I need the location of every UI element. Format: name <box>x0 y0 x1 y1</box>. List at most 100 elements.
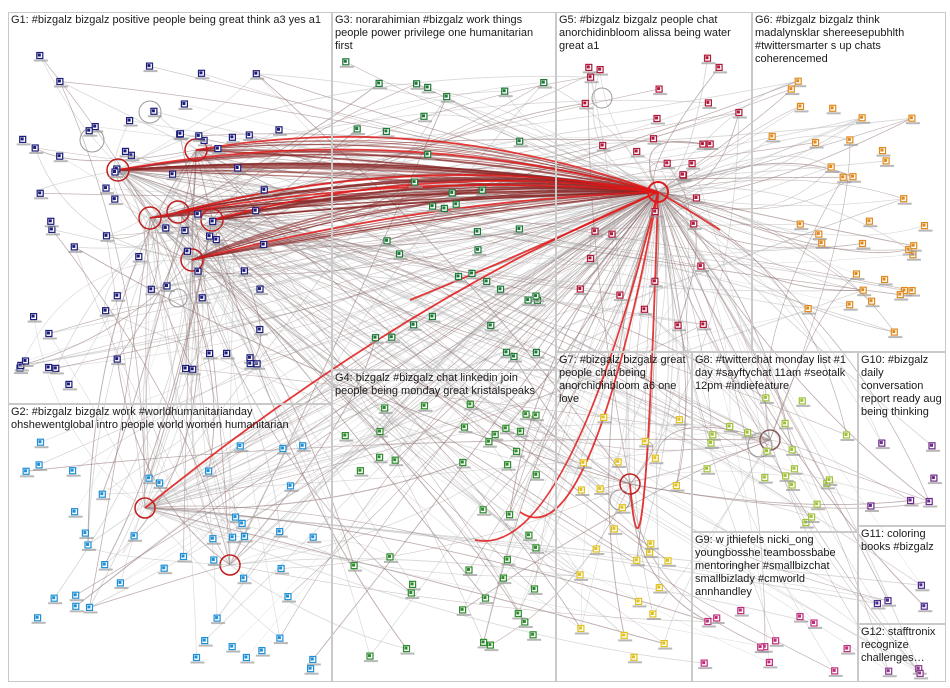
node <box>850 270 865 280</box>
node-shadow <box>820 487 835 490</box>
node-shadow <box>841 652 856 655</box>
node <box>537 78 552 89</box>
node-fill <box>578 626 582 630</box>
node <box>351 125 366 135</box>
node-fill <box>389 335 393 339</box>
edge <box>177 211 921 674</box>
node <box>823 476 838 486</box>
node-shadow <box>630 155 645 158</box>
node <box>296 442 311 452</box>
node-shadow <box>438 212 453 215</box>
node-shadow <box>825 171 840 173</box>
node-shadow <box>732 116 747 119</box>
node-shadow <box>815 247 830 249</box>
node-shadow <box>694 270 709 273</box>
edge-strong <box>117 169 659 193</box>
group-label-g2: G2: #bizgalz bizgalz work #worldhumanita… <box>11 406 289 431</box>
node <box>186 365 201 376</box>
node-shadow <box>44 225 59 228</box>
node-shadow <box>905 122 920 125</box>
node <box>927 474 942 485</box>
node-shadow <box>639 445 654 448</box>
node-shadow <box>871 607 886 610</box>
node-fill <box>829 165 833 168</box>
node-fill <box>869 299 873 303</box>
node-fill <box>927 499 931 503</box>
node-fill <box>879 441 883 445</box>
node-shadow <box>273 535 288 538</box>
node-shadow <box>646 618 661 620</box>
node <box>229 513 244 524</box>
edge <box>20 191 659 366</box>
node-shadow <box>114 586 129 589</box>
node-shadow <box>698 667 713 670</box>
ring-node <box>747 432 773 458</box>
edge <box>657 117 863 193</box>
edge-strong <box>149 190 659 219</box>
node <box>596 141 611 152</box>
edge <box>144 304 850 509</box>
node-shadow <box>763 666 778 669</box>
node <box>69 602 84 613</box>
edge <box>470 403 771 451</box>
node-fill <box>516 611 520 615</box>
node-fill <box>705 56 709 60</box>
node <box>825 163 840 173</box>
node-shadow <box>608 532 623 535</box>
edge <box>74 219 213 249</box>
node-shadow <box>723 430 738 433</box>
node-shadow <box>220 357 235 360</box>
edge <box>590 77 631 485</box>
node <box>226 642 241 653</box>
node <box>499 424 514 435</box>
node <box>203 232 218 243</box>
node-fill <box>806 306 810 310</box>
node-shadow <box>450 208 465 211</box>
node <box>284 482 299 492</box>
edge <box>191 259 281 532</box>
node <box>907 242 922 252</box>
edge <box>353 191 659 566</box>
node-fill <box>534 413 537 417</box>
node-fill <box>830 106 834 110</box>
node-fill <box>581 460 585 464</box>
node <box>476 186 491 197</box>
edge <box>104 211 179 311</box>
edge <box>144 507 709 622</box>
edge-hub <box>211 179 659 221</box>
node <box>786 481 801 491</box>
node-shadow <box>373 461 388 464</box>
edge <box>177 211 218 619</box>
node <box>630 147 645 158</box>
node <box>250 70 265 80</box>
node-fill <box>601 415 605 419</box>
edge <box>144 462 463 510</box>
node-fill <box>783 473 787 477</box>
node-fill <box>182 228 186 232</box>
node-shadow <box>530 478 545 481</box>
node-fill <box>286 594 289 598</box>
node <box>530 471 545 481</box>
node <box>723 422 738 433</box>
node <box>644 540 659 550</box>
node-fill <box>115 357 119 361</box>
node <box>123 116 138 127</box>
node <box>273 527 288 538</box>
edge <box>211 219 646 442</box>
node <box>195 69 210 80</box>
node-shadow <box>410 87 425 90</box>
node <box>380 127 395 138</box>
node-shadow <box>701 62 716 65</box>
node-fill <box>467 568 470 571</box>
node-fill <box>102 562 106 566</box>
node-shadow <box>456 466 471 469</box>
node-fill <box>259 648 263 652</box>
edge <box>117 169 227 354</box>
node-fill <box>588 75 592 79</box>
edge-strong <box>191 191 659 261</box>
node-fill <box>763 395 767 399</box>
node-shadow <box>426 210 441 213</box>
node-shadow <box>494 293 509 296</box>
edge <box>117 169 625 636</box>
node <box>734 606 749 617</box>
